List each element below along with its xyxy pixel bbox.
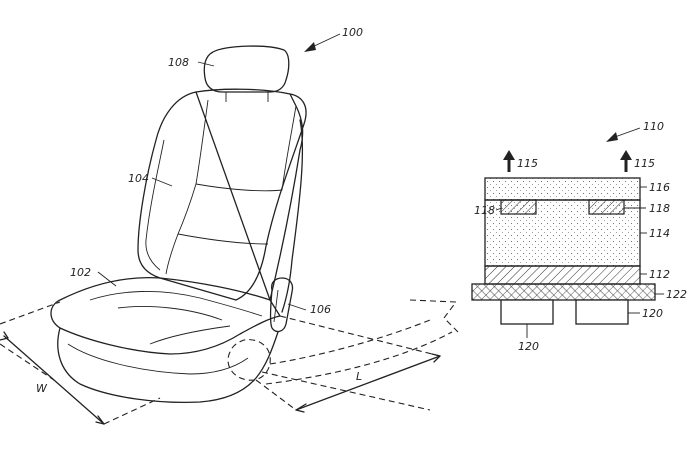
controller-shape [269,277,294,333]
headrest-shape [203,45,290,93]
label-118-right: 118 [649,202,670,215]
arrow-up-icon [503,150,515,172]
support-left-shape [500,299,554,325]
electrode-right-shape [588,199,625,215]
electrode-left-shape [500,199,537,215]
bottom-layer [484,265,641,285]
label-108: 108 [168,56,189,69]
arrow-pointer-100 [309,33,341,49]
substrate-layer [471,283,656,301]
label-115-right: 115 [634,157,655,170]
seat-cushion-shape [50,277,281,355]
label-102: 102 [70,266,91,279]
dimension-w [0,301,161,425]
label-l: L [356,370,362,383]
label-106: 106 [310,303,331,316]
label-104: 104 [128,172,149,185]
label-112: 112 [649,268,670,281]
label-115-left: 115 [517,157,538,170]
actuator-dashed [227,339,271,381]
support-right-shape [575,299,629,325]
label-w: W [36,382,48,395]
thermal-device-diagram [471,127,664,338]
seat-drawing [50,45,307,403]
label-120-right: 120 [642,307,663,320]
rotation-arrow [265,299,459,385]
label-118-left: 118 [474,204,495,217]
arrow-up-icon [620,150,632,172]
label-116: 116 [649,181,670,194]
label-114: 114 [649,227,670,240]
seat-back-shape [137,91,307,301]
top-layer [484,177,641,201]
label-120-left: 120 [518,340,539,353]
dimension-l [255,315,441,413]
label-110: 110 [643,120,664,133]
label-100: 100 [342,26,363,39]
label-122: 122 [666,288,687,301]
